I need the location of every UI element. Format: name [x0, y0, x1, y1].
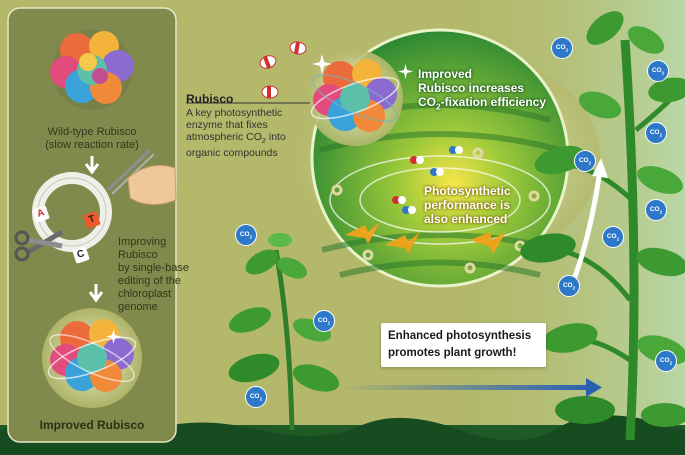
improved-callout-text: -fixation efficiency [440, 95, 547, 109]
co2-badge: CO2 [245, 386, 267, 408]
co2-subscript: 2 [661, 70, 665, 76]
rubisco-desc-line: organic compounds [186, 147, 278, 160]
rubisco-enzyme-icon [307, 50, 403, 146]
improved-rubisco-icon [42, 308, 142, 408]
rubisco-desc-subscript: 2 [261, 136, 266, 146]
photosynthetic-callout: Photosynthetic performance is also enhan… [424, 184, 534, 226]
down-arrow-icon [84, 156, 100, 175]
growth-message-line: Enhanced photosynthesis [388, 330, 532, 342]
co2-badge: CO2 [655, 350, 677, 372]
improving-caption: Improving Rubisco by single-base editing… [118, 236, 208, 314]
co2-label: CO [659, 357, 670, 364]
improving-caption-line: Improving Rubisco [118, 236, 167, 261]
improved-rubisco-caption: Improved Rubisco [39, 418, 145, 432]
improved-callout-text: CO [418, 95, 436, 109]
growth-message-box [381, 323, 546, 367]
rubisco-description: A key photosynthetic enzyme that fixes a… [186, 107, 326, 159]
improving-caption-line: genome [118, 301, 158, 313]
co2-badge: CO2 [313, 310, 335, 332]
co2-badge: CO2 [558, 275, 580, 297]
co2-subscript: 2 [565, 47, 569, 53]
co2-label: CO [239, 231, 250, 238]
grass-edge [0, 415, 685, 455]
co2-label: CO [649, 129, 660, 136]
co2-badge: CO2 [235, 224, 257, 246]
improving-caption-line: editing of the [118, 275, 181, 287]
co2-badge: CO2 [551, 37, 573, 59]
co2-badge: CO2 [602, 226, 624, 248]
growth-message: Enhanced photosynthesis promotes plant g… [388, 328, 544, 362]
growth-arrowhead-icon [592, 158, 608, 178]
co2-label: CO [562, 282, 573, 289]
co2-badge: CO2 [645, 122, 667, 144]
co2-subscript: 2 [616, 236, 620, 242]
wild-type-caption-line: (slow reaction rate) [45, 139, 139, 151]
growth-timeline-arrow [340, 385, 588, 390]
rubisco-desc-text: atmospheric CO [186, 131, 262, 143]
rubisco-desc-line: atmospheric CO2 into [186, 131, 326, 147]
growth-message-line: promotes plant growth! [388, 347, 517, 359]
improved-callout-line: CO2-fixation efficiency [418, 95, 568, 113]
co2-molecule-icons [259, 41, 307, 99]
co2-label: CO [317, 317, 328, 324]
co2-badge: CO2 [645, 199, 667, 221]
rubisco-desc-text: into [265, 131, 286, 143]
co2-subscript: 2 [669, 360, 673, 366]
photo-callout-line: also enhanced [424, 212, 508, 226]
co2-label: CO [651, 67, 662, 74]
photo-callout-line: performance is [424, 198, 511, 212]
wild-type-caption: Wild-type Rubisco (slow reaction rate) [18, 126, 166, 152]
rubisco-title: Rubisco [186, 92, 234, 106]
improving-caption-line: by single-base [118, 262, 189, 274]
co2-label: CO [606, 233, 617, 240]
small-plant-illustration [228, 233, 340, 431]
co2-subscript: 2 [659, 132, 663, 138]
wild-type-caption-line: Wild-type Rubisco [47, 126, 137, 138]
co2-subscript: 2 [327, 320, 331, 326]
co2-subscript: 2 [572, 285, 576, 291]
improved-callout-line: Rubisco increases [418, 81, 525, 95]
rubisco-desc-line: A key photosynthetic [186, 107, 283, 119]
down-arrow-icon [88, 284, 104, 303]
co2-badge: CO2 [647, 60, 669, 82]
co2-subscript: 2 [249, 234, 253, 240]
scissors-icon [14, 229, 64, 262]
co2-subscript: 2 [588, 160, 592, 166]
improved-callout-subscript: 2 [436, 101, 441, 112]
photo-callout-line: Photosynthetic [424, 184, 511, 198]
improving-caption-line: chloroplast [118, 288, 172, 300]
co2-label: CO [649, 206, 660, 213]
co2-badge: CO2 [574, 150, 596, 172]
improved-callout-line: Improved [418, 67, 473, 81]
wild-type-rubisco-icon [50, 30, 134, 110]
timeline-arrowhead-icon [586, 378, 602, 397]
hand-tweezers-icon [106, 148, 177, 205]
improved-rubisco-callout: Improved Rubisco increases CO2-fixation … [418, 67, 568, 113]
co2-label: CO [249, 393, 260, 400]
rubisco-desc-line: enzyme that fixes [186, 119, 268, 131]
co2-subscript: 2 [659, 209, 663, 215]
co2-subscript: 2 [259, 396, 263, 402]
co2-label: CO [555, 44, 566, 51]
sparkle-icons [106, 54, 413, 344]
co2-label: CO [578, 157, 589, 164]
